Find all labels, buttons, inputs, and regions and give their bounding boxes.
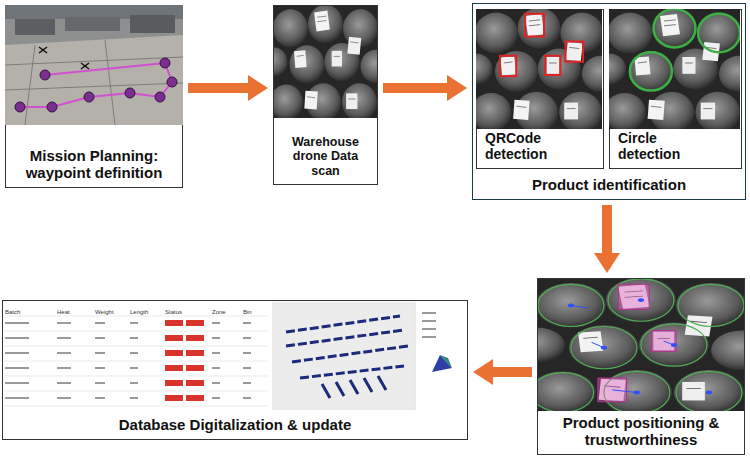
table-header-cell: Bin bbox=[243, 309, 252, 315]
arrow-head bbox=[248, 75, 268, 101]
arrow-head bbox=[473, 359, 493, 385]
node-label: QRCode detection bbox=[485, 130, 580, 162]
flow-arrow bbox=[188, 75, 268, 101]
process-box: Database Digitalization & update bbox=[2, 300, 468, 440]
table-header-cell: Status bbox=[165, 309, 182, 315]
node-label: Mission Planning: waypoint definition bbox=[10, 147, 178, 182]
arrow-head bbox=[447, 75, 467, 101]
process-box: Product positioning & trustworthiness bbox=[537, 278, 745, 455]
process-box: Mission Planning: waypoint definition bbox=[5, 5, 183, 188]
table-header-cell: Heat bbox=[57, 309, 70, 315]
table-header-cell: Batch bbox=[5, 309, 20, 315]
arrow-shaft bbox=[491, 367, 532, 377]
arrow-head bbox=[594, 253, 620, 273]
group-box: Product identification QRCode detection Ci… bbox=[472, 3, 746, 200]
flow-arrow bbox=[594, 205, 620, 273]
sub-process-box: Circle detection bbox=[609, 9, 742, 169]
node-label: Circle detection bbox=[618, 130, 713, 162]
arrow-shaft bbox=[602, 205, 612, 255]
node-label: Warehouse drone Data scan bbox=[278, 135, 373, 178]
node-label: Product identification bbox=[532, 176, 686, 193]
table-header-cell: Length bbox=[130, 309, 148, 315]
table-header-cell: Weight bbox=[95, 309, 114, 315]
node-label: Product positioning & trustworthiness bbox=[542, 414, 740, 449]
flow-arrow bbox=[383, 75, 467, 101]
node-label: Database Digitalization & update bbox=[119, 416, 352, 433]
sub-process-box: QRCode detection bbox=[476, 9, 604, 169]
process-box: Warehouse drone Data scan bbox=[273, 5, 378, 185]
arrow-shaft bbox=[383, 83, 449, 93]
table-header-cell: Zone bbox=[212, 309, 226, 315]
flow-arrow bbox=[473, 359, 532, 385]
arrow-shaft bbox=[188, 83, 250, 93]
